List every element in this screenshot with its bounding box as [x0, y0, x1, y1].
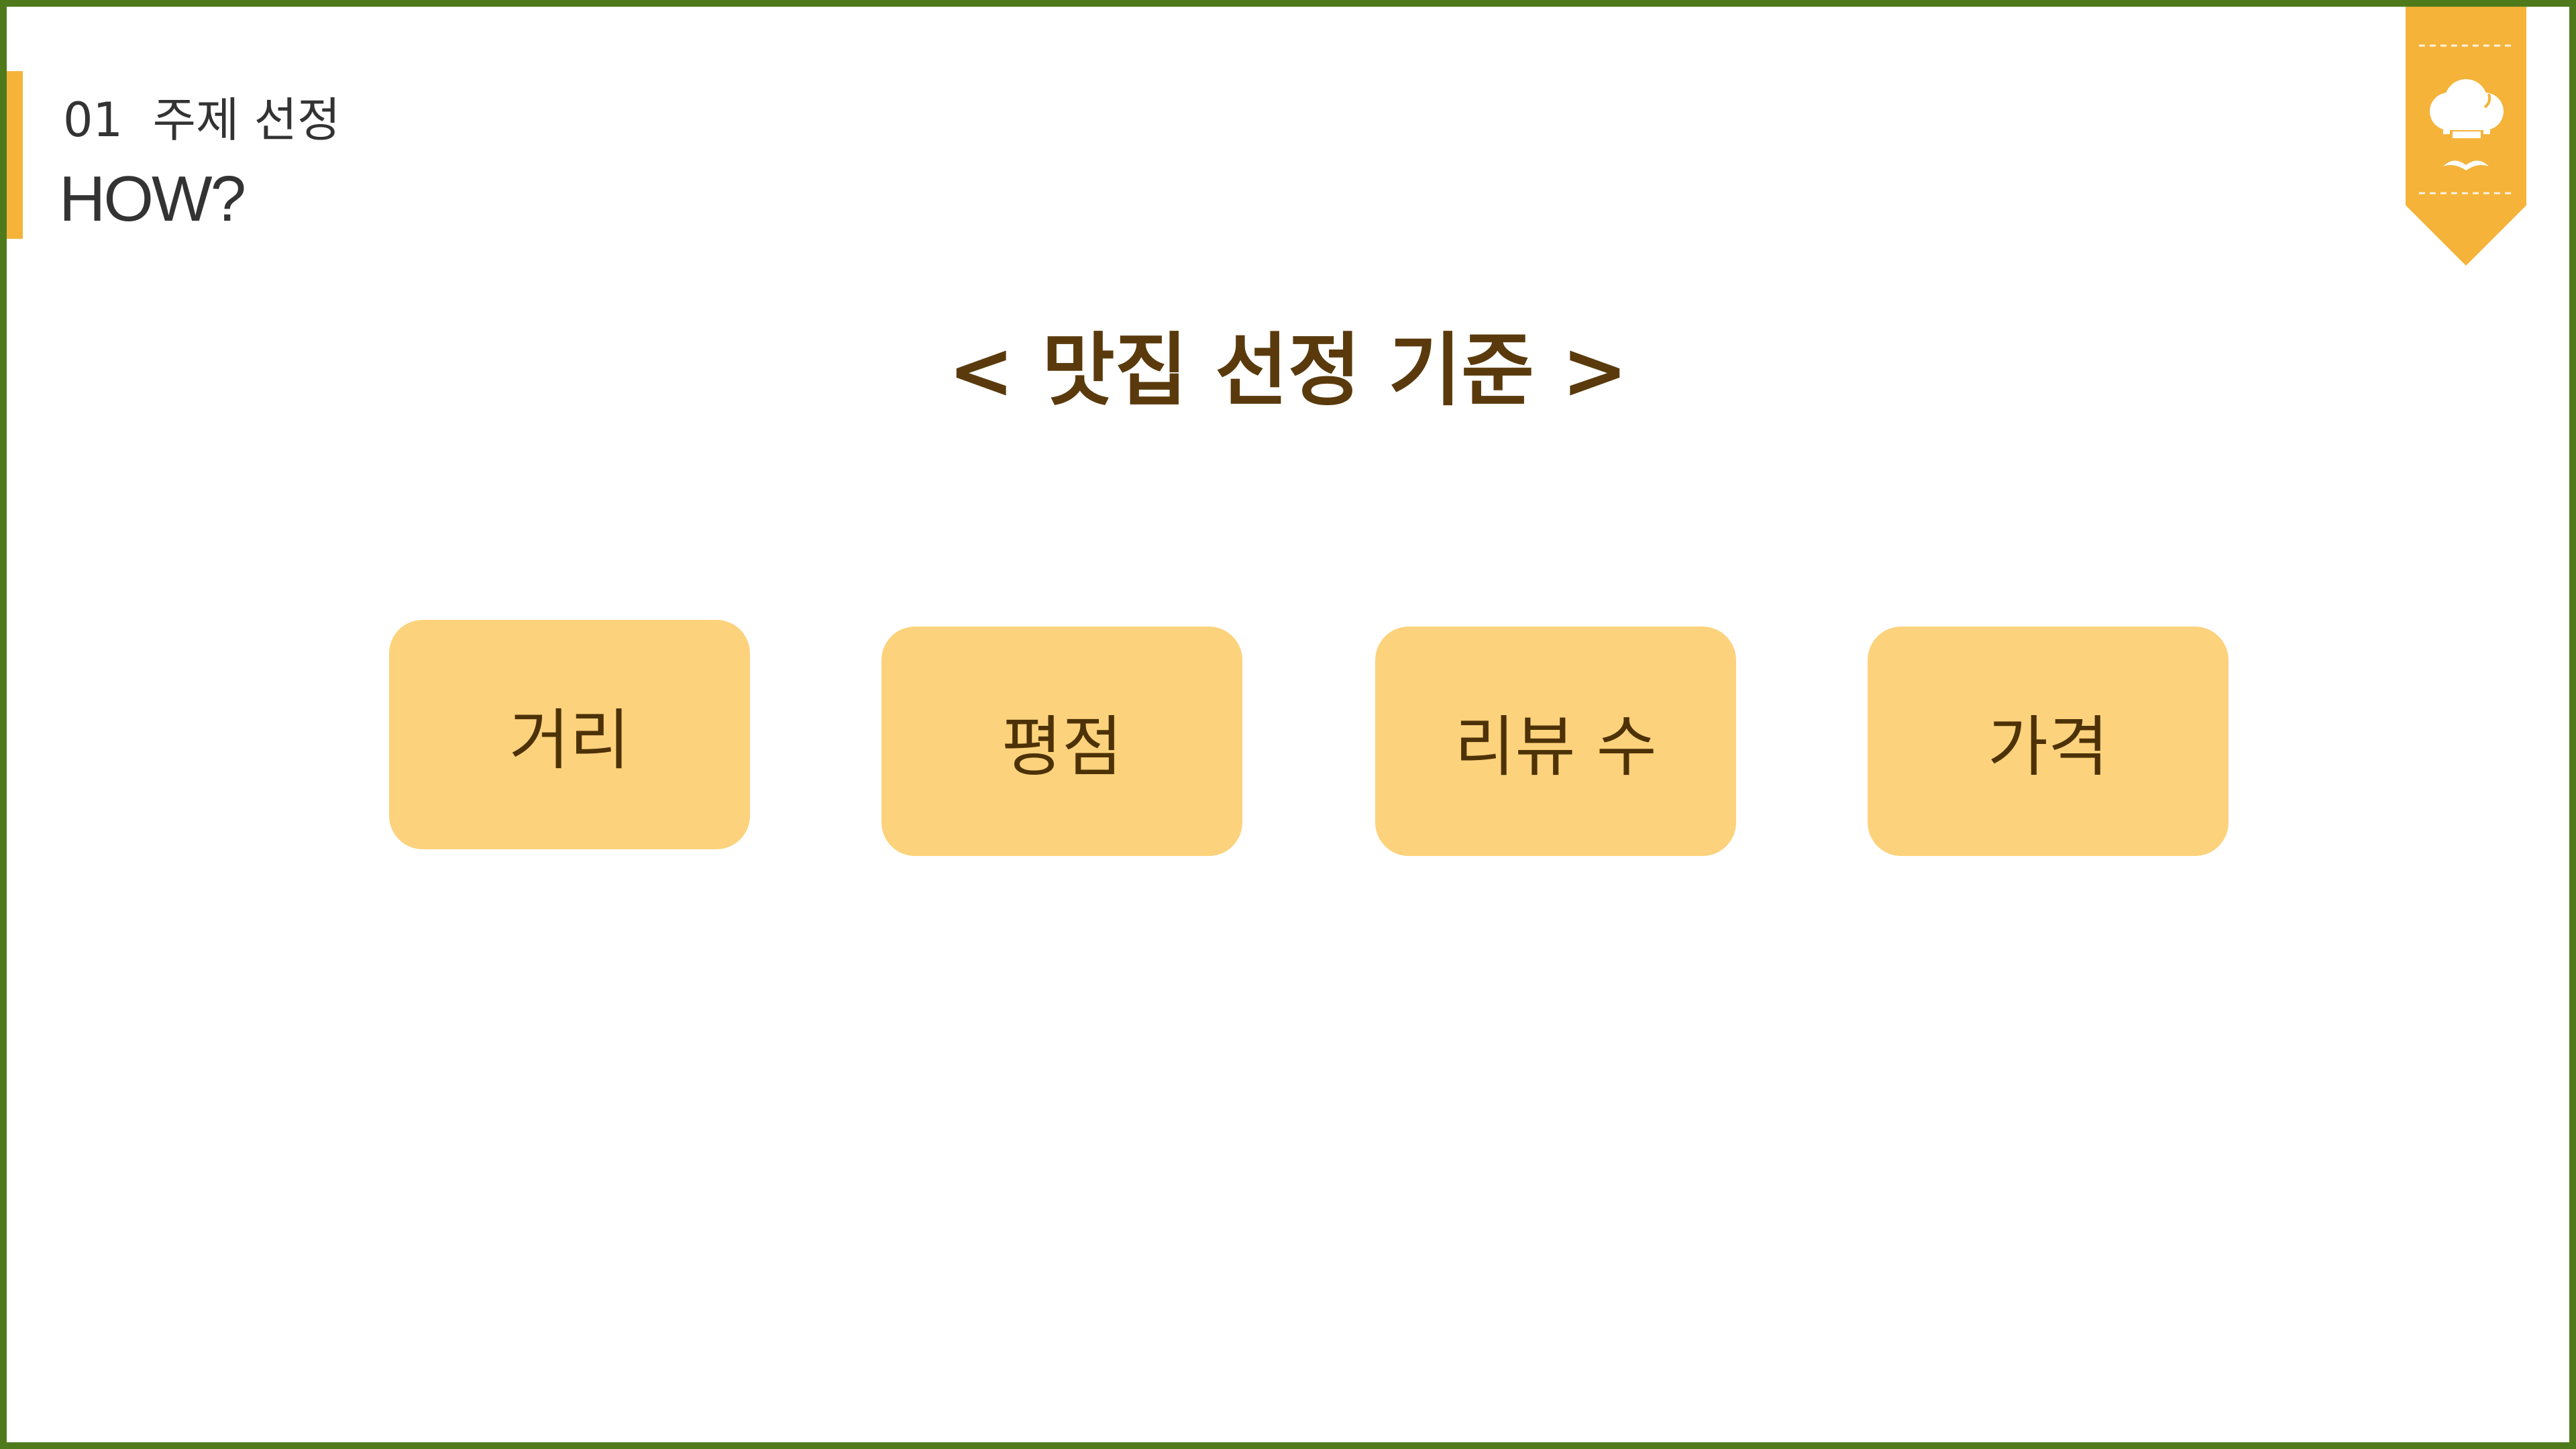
- criterion-card-rating: 평점: [881, 627, 1242, 856]
- accent-bar: [7, 71, 23, 239]
- criterion-card-distance: 거리: [389, 620, 750, 849]
- page-title: HOW?: [59, 163, 246, 235]
- chef-hat-ribbon-graphic: [2406, 7, 2526, 266]
- criterion-card-price: 가격: [1868, 627, 2229, 856]
- criteria-headline: < 맛집 선정 기준 >: [948, 324, 1628, 417]
- section-label: 01 주제 선정: [63, 93, 341, 148]
- chef-hat-ribbon-icon: [2402, 7, 2533, 268]
- criterion-card-review-count: 리뷰 수: [1375, 627, 1736, 856]
